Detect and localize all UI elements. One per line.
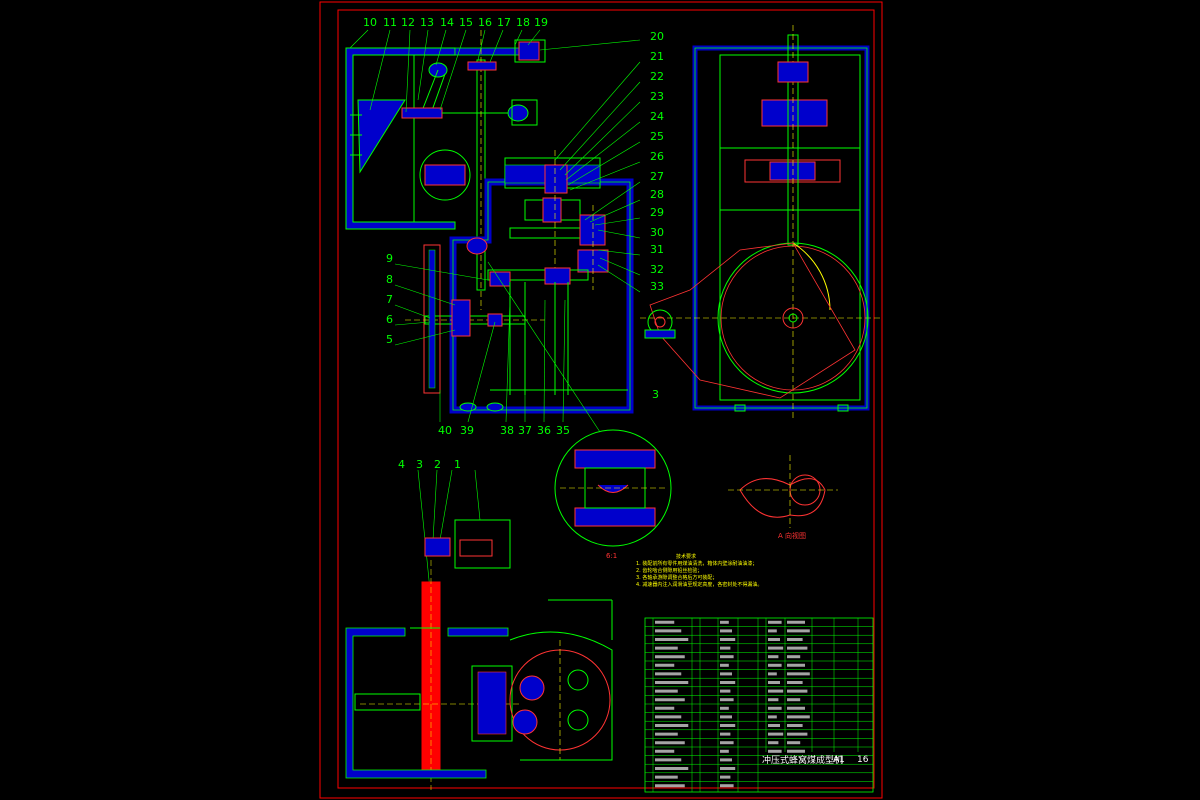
balloon-18: 18 (516, 16, 530, 29)
balloon-14: 14 (440, 16, 454, 29)
balloon-5: 5 (386, 333, 393, 346)
balloon-10: 10 (363, 16, 377, 29)
balloon-31: 31 (650, 243, 664, 256)
leader-lines (349, 29, 641, 433)
balloon-1: 1 (454, 458, 461, 471)
balloon-40: 40 (438, 424, 452, 437)
front-view (345, 30, 634, 414)
note-2: 2. 齿轮啮合侧隙用铅丝检验； (636, 567, 702, 574)
balloon-22: 22 (650, 70, 664, 83)
note-1: 1. 装配前所有零件用煤油清洗，箱体内壁涂耐油油漆； (636, 560, 757, 567)
balloon-7: 7 (386, 293, 393, 306)
balloon-3: 3 (416, 458, 423, 471)
balloon-4: 4 (398, 458, 405, 471)
detail-circle: 6:1 (554, 429, 672, 560)
detail-scale-label: 6:1 (606, 552, 617, 560)
balloon-39: 39 (460, 424, 474, 437)
balloon-17: 17 (497, 16, 511, 29)
table-outline (644, 617, 874, 793)
notes-title: 技术要求 (676, 553, 696, 560)
note-3: 3. 各轴承游隙调整合格后方可装配； (636, 574, 717, 581)
balloon-30: 30 (650, 226, 664, 239)
balloon-29: 29 (650, 206, 664, 219)
balloon-36: 36 (537, 424, 551, 437)
title-block-sheet: 16 (857, 755, 869, 765)
balloon-27: 27 (650, 170, 664, 183)
balloons-right: 20 21 22 23 24 25 26 27 28 29 30 31 32 3… (650, 30, 664, 293)
balloon-13: 13 (420, 16, 434, 29)
balloon-26: 26 (650, 150, 664, 163)
balloon-16: 16 (478, 16, 492, 29)
title-block-scale: A1 (833, 755, 845, 765)
balloon-23: 23 (650, 90, 664, 103)
title-block-title: 冲压式蜂窝煤成型机 (762, 754, 843, 766)
parts-list-table (644, 617, 874, 793)
balloon-33: 33 (650, 280, 664, 293)
side-view-mark: 3 (652, 388, 659, 401)
balloon-20: 20 (650, 30, 664, 43)
note-4: 4. 减速器内注入润滑油至规定高度，各密封处不得漏油。 (636, 581, 762, 588)
a-section-view: A 向视图 (728, 455, 838, 540)
side-view: 3 (640, 25, 880, 420)
balloon-21: 21 (650, 50, 664, 63)
outer-frame (319, 1, 883, 799)
inner-frame (337, 9, 875, 789)
balloon-19: 19 (534, 16, 548, 29)
balloons-bottom: 40 39 38 37 36 35 (438, 424, 570, 437)
balloon-37: 37 (518, 424, 532, 437)
balloons-left: 9 8 7 6 5 (386, 252, 393, 346)
balloon-9: 9 (386, 252, 393, 265)
balloons-top: 10 11 12 13 14 15 16 17 18 19 (363, 16, 548, 29)
balloon-35: 35 (556, 424, 570, 437)
balloon-12: 12 (401, 16, 415, 29)
balloon-8: 8 (386, 273, 393, 286)
balloon-28: 28 (650, 188, 664, 201)
balloon-24: 24 (650, 110, 664, 123)
lower-view: 4 3 2 1 (345, 458, 613, 790)
balloon-32: 32 (650, 263, 664, 276)
balloon-2: 2 (434, 458, 441, 471)
balloon-38: 38 (500, 424, 514, 437)
balloon-15: 15 (459, 16, 473, 29)
a-section-caption: A 向视图 (778, 531, 806, 540)
balloon-25: 25 (650, 130, 664, 143)
balloon-11: 11 (383, 16, 397, 29)
technical-notes: 技术要求 1. 装配前所有零件用煤油清洗，箱体内壁涂耐油油漆； 2. 齿轮啮合侧… (636, 553, 762, 588)
balloon-6: 6 (386, 313, 393, 326)
